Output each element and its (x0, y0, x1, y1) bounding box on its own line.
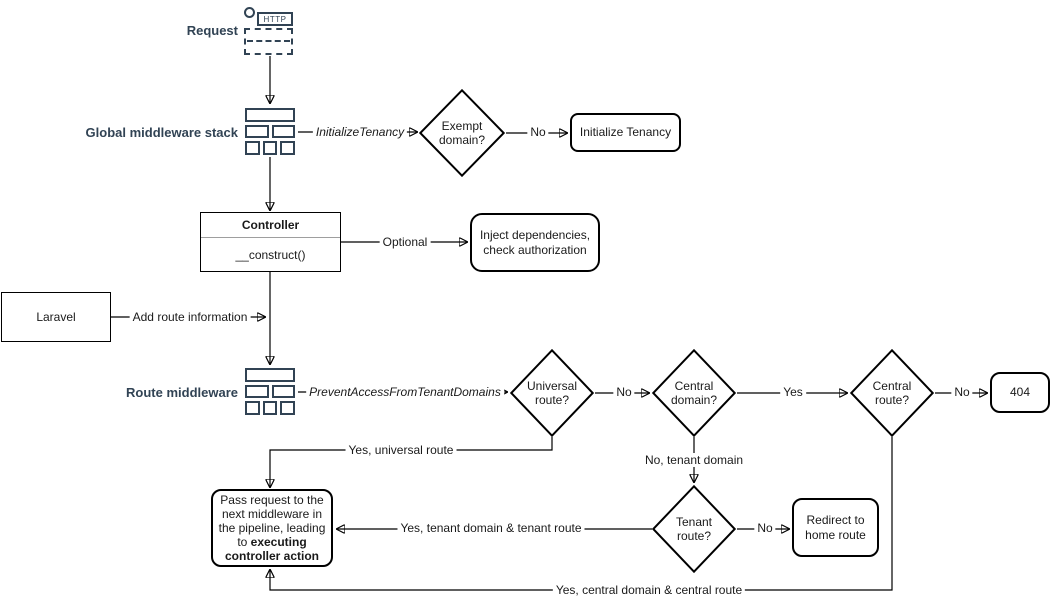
not-found-box: 404 (990, 372, 1050, 413)
decision-exempt-domain: Exempt domain? (419, 89, 505, 177)
edge-label-central-route-no: No (951, 385, 973, 399)
edge-label-central-domain-yes: Yes (780, 385, 806, 399)
edge-label-tenant-yes: Yes, tenant domain & tenant route (397, 521, 585, 535)
controller-title: Controller (201, 213, 340, 238)
inject-dependencies-box: Inject dependencies, check authorization (470, 213, 600, 272)
edge-label-universal-no: No (613, 385, 635, 399)
edge-label-add-route-information: Add route information (129, 310, 251, 324)
controller-box: Controller __construct() (200, 212, 341, 272)
decision-central-route-label: Central route? (872, 378, 912, 407)
decision-tenant-route: Tenant route? (652, 485, 736, 573)
middleware-stack-icon (245, 368, 296, 416)
decision-tenant-route-label: Tenant route? (675, 514, 712, 543)
decision-universal-route-label: Universal route? (526, 378, 577, 407)
edge-label-tenant-no: No (754, 521, 776, 535)
edge-label-optional: Optional (379, 235, 431, 249)
inject-dependencies-label: Inject dependencies, check authorization (479, 228, 591, 257)
decision-central-domain-label: Central domain? (670, 378, 717, 407)
global-middleware-stack-label: Global middleware stack (85, 125, 238, 140)
edge-label-central-domain-no: No, tenant domain (641, 453, 747, 467)
decision-universal-route: Universal route? (510, 349, 594, 437)
http-request-icon: HTTP (244, 7, 296, 56)
decision-exempt-domain-label: Exempt domain? (438, 118, 486, 147)
not-found-label: 404 (1009, 385, 1031, 400)
http-request-icon-body (244, 28, 293, 55)
edge-label-initialize-tenancy: InitializeTenancy (312, 125, 408, 139)
laravel-box: Laravel (1, 292, 111, 342)
http-request-icon-label: HTTP (257, 12, 293, 26)
edge-label-exempt-no: No (527, 125, 549, 139)
decision-central-domain: Central domain? (652, 349, 736, 437)
edge-label-universal-yes: Yes, universal route (345, 443, 457, 457)
middleware-stack-icon (245, 108, 296, 156)
decision-central-route: Central route? (850, 349, 934, 437)
route-middleware-label: Route middleware (126, 385, 238, 400)
initialize-tenancy-label: Initialize Tenancy (579, 125, 672, 140)
http-request-icon-circle (244, 7, 255, 18)
pass-request-box: Pass request to the next middleware in t… (211, 489, 333, 567)
pass-request-label: Pass request to the next middleware in t… (218, 492, 326, 564)
edge-label-central-route-yes: Yes, central domain & central route (552, 583, 746, 597)
initialize-tenancy-box: Initialize Tenancy (570, 113, 681, 152)
laravel-label: Laravel (36, 310, 76, 324)
edge-label-prevent-access: PreventAccessFromTenantDomains (306, 385, 504, 399)
request-label: Request (186, 23, 238, 38)
redirect-home-box: Redirect to home route (792, 498, 879, 557)
redirect-home-label: Redirect to home route (805, 513, 866, 542)
controller-method: __construct() (235, 247, 306, 262)
